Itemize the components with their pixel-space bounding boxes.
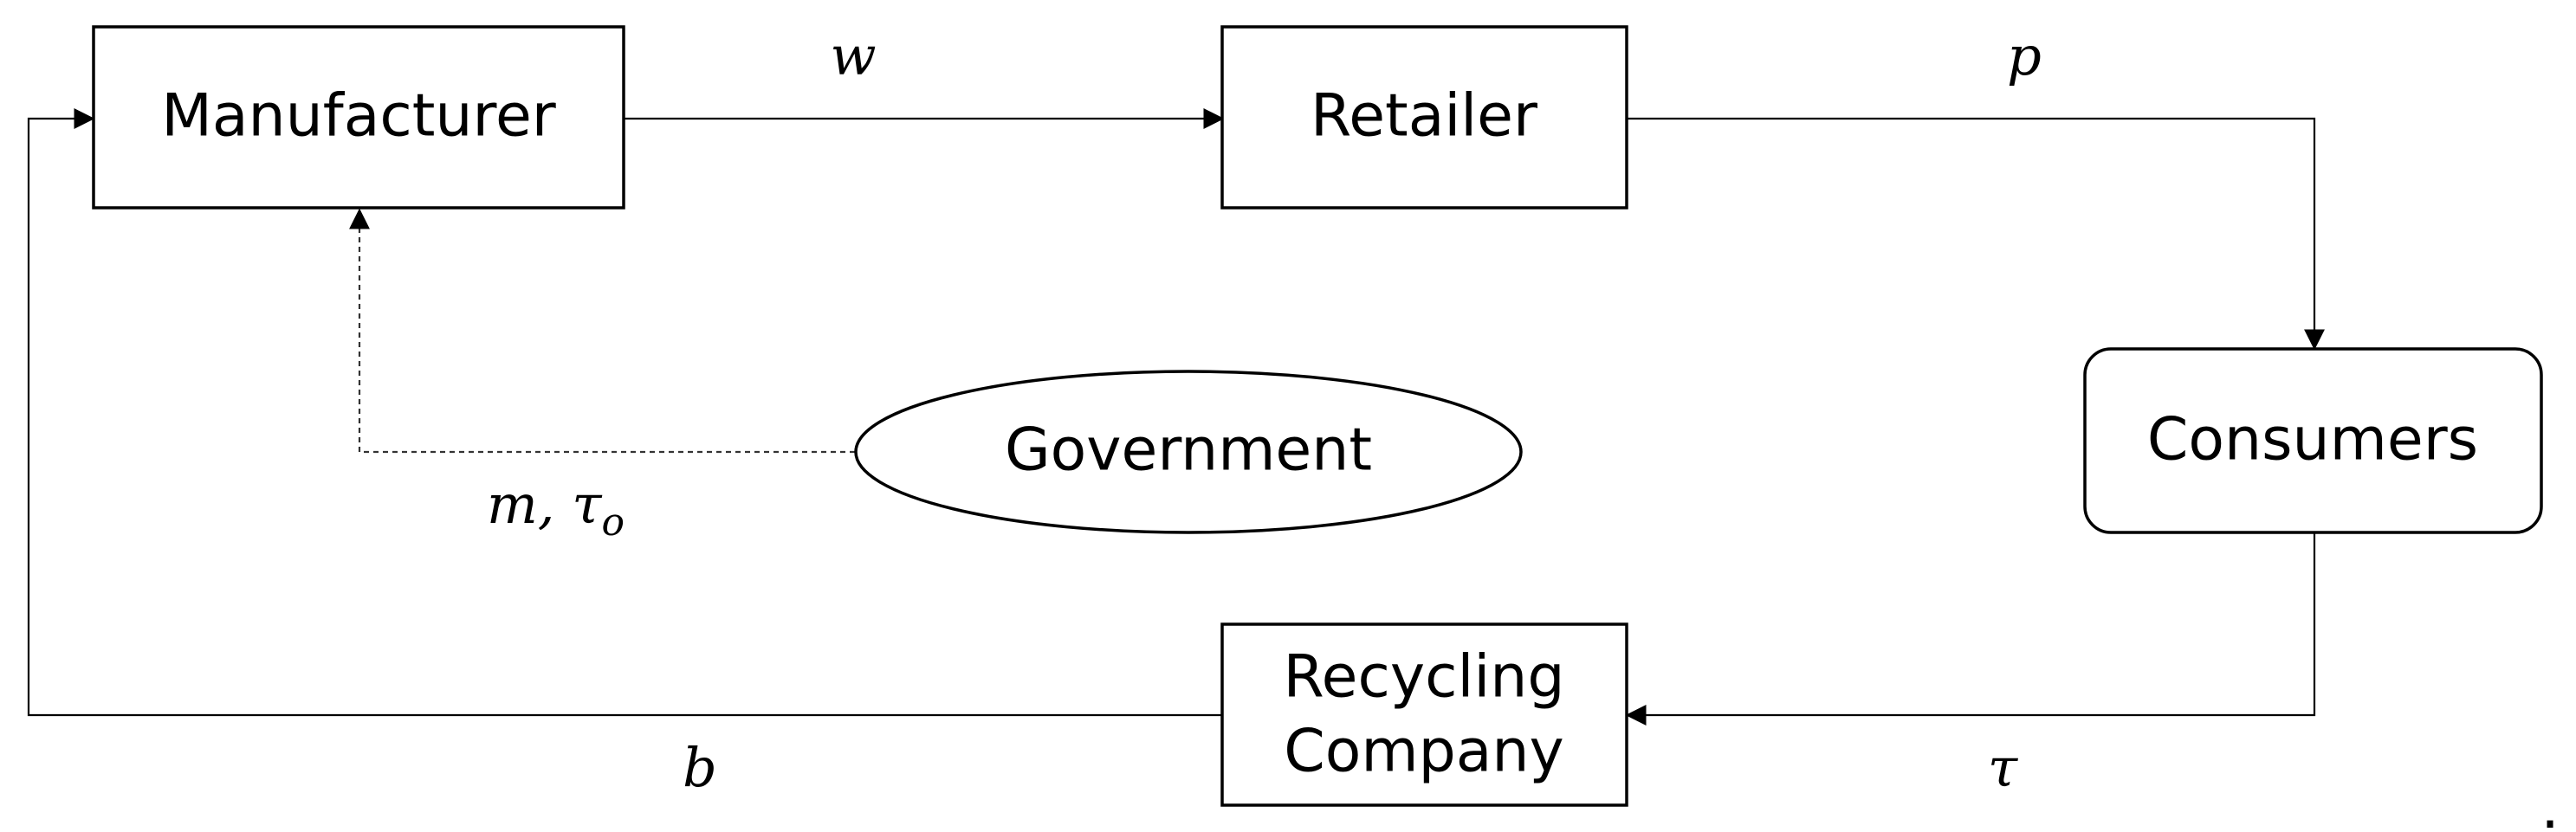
node-recycling-company: Recycling Company	[1220, 622, 1628, 807]
label-wholesale-price: w	[830, 24, 876, 87]
edge-retailer-to-consumers	[1627, 117, 2325, 351]
label-government-policy-subscript: o	[602, 500, 625, 545]
node-manufacturer-label: Manufacturer	[161, 82, 556, 151]
edge-consumers-to-recycling	[1625, 533, 2316, 726]
node-government: Government	[854, 370, 1523, 534]
edge-government-to-manufacturer	[349, 208, 855, 454]
label-buyback-price: b	[683, 736, 717, 799]
node-consumers-label: Consumers	[2147, 406, 2478, 474]
node-consumers: Consumers	[2083, 347, 2543, 534]
node-retailer: Retailer	[1220, 25, 1628, 210]
label-recycling-price: τ	[1988, 736, 2019, 799]
node-recycling-label-line2: Company	[1284, 718, 1564, 786]
footnote-dot: .	[2540, 774, 2560, 832]
label-retail-price: p	[2007, 24, 2042, 87]
node-recycling-label-line1: Recycling	[1283, 643, 1564, 712]
node-manufacturer: Manufacturer	[92, 25, 625, 210]
edge-recycling-to-manufacturer	[27, 108, 1222, 717]
label-government-policy: m, τo	[487, 473, 625, 545]
label-government-policy-main: m, τ	[487, 473, 603, 536]
node-government-label: Government	[1005, 416, 1372, 485]
node-retailer-label: Retailer	[1311, 82, 1537, 151]
